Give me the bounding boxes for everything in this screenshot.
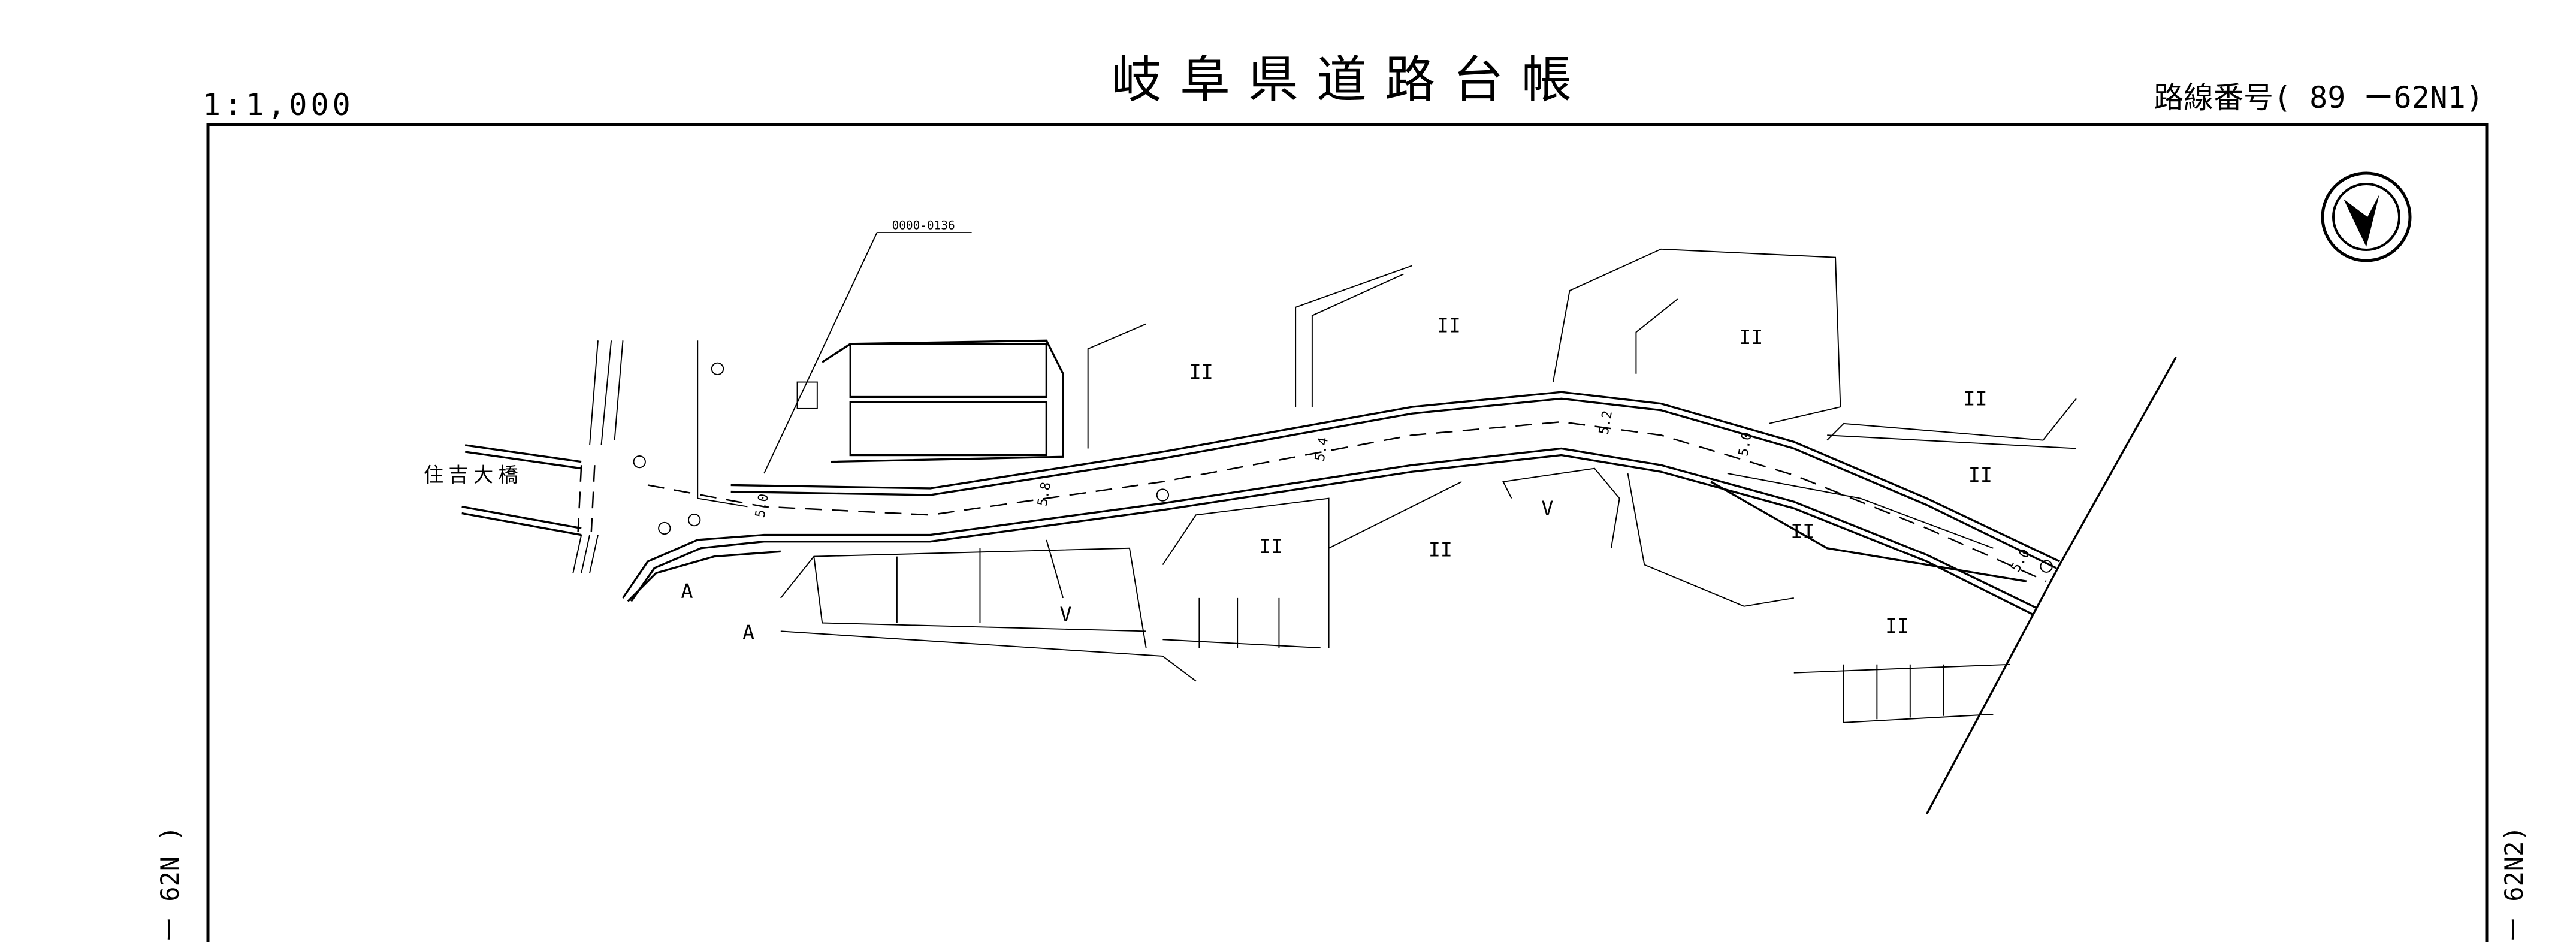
land-symbol: II: [1739, 325, 1763, 349]
width-mark: 5.0: [2008, 547, 2034, 575]
land-symbol: II: [1790, 520, 1814, 543]
land-symbol: II: [1437, 313, 1461, 337]
land-symbol: II: [1259, 535, 1283, 558]
bridge-name: 住吉大橋: [424, 463, 523, 487]
route-number: 路線番号( 89 ー62N1): [2154, 80, 2484, 115]
land-symbol: A: [742, 621, 754, 644]
width-mark: 5.4: [1312, 436, 1332, 463]
left-continuation-label: ー 62N ): [155, 826, 185, 942]
width-mark: 5.8: [1035, 481, 1055, 508]
route-89: [622, 357, 2177, 815]
road-map: 0000-0136 住吉大橋 5.0 5.8 5.4 5.2 5.0 5.0 I…: [424, 219, 2177, 815]
north-arrow-icon: [2321, 171, 2412, 262]
sheet-title: 岐阜県道路台帳: [1112, 50, 1590, 109]
width-mark: 5.0: [1735, 431, 1755, 457]
parcel-id: 0000-0136: [892, 219, 955, 233]
land-symbol: II: [1885, 614, 1909, 638]
width-mark: 5.0: [752, 493, 772, 519]
land-symbol: II: [1429, 538, 1452, 561]
land-symbol: V: [1060, 603, 1072, 626]
bridge: [461, 340, 624, 573]
land-symbol: II: [1964, 387, 1988, 410]
right-continuation-label: ー 62N2): [2499, 826, 2529, 942]
parcel-leader: [763, 232, 972, 474]
land-symbol: II: [1968, 463, 1992, 487]
map-frame: [206, 123, 2489, 942]
land-symbol: A: [681, 579, 693, 603]
parcels: [697, 248, 2077, 723]
land-symbol: V: [1541, 496, 1553, 520]
width-mark: 5.2: [1596, 409, 1616, 436]
land-symbol: II: [1189, 360, 1213, 384]
scale-label: 1:1,000: [203, 87, 354, 122]
utility-markers: [633, 362, 2053, 573]
